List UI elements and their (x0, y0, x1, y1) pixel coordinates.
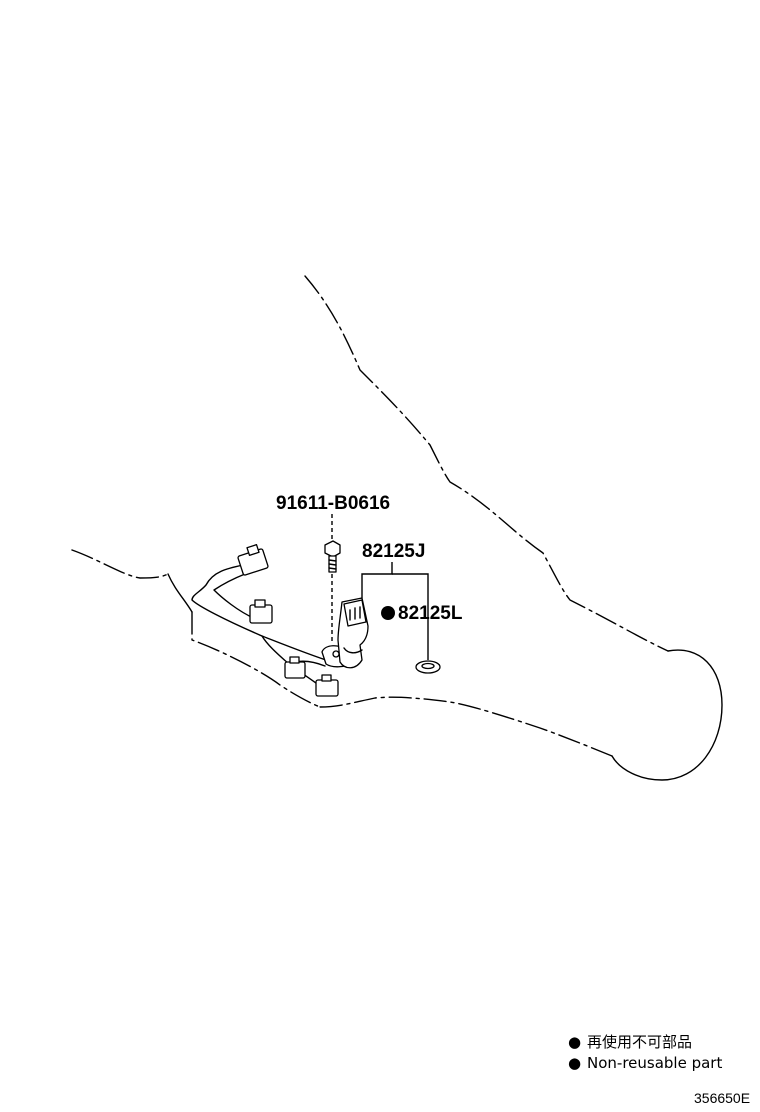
housing-left-curve (167, 573, 193, 613)
harness-wire-upper (213, 573, 259, 621)
bracket-line-gasket (392, 573, 429, 660)
legend-marker-jp: ● (568, 1033, 581, 1051)
housing-end-cap (611, 649, 723, 781)
legend-marker-en: ● (568, 1054, 581, 1072)
bolt (324, 514, 341, 644)
harness-connector-lower-right (315, 674, 339, 697)
transmission-housing-outline (71, 275, 723, 781)
wire-harness (191, 544, 353, 697)
sensor-connector-latch (349, 606, 361, 621)
harness-connector-lower-left (284, 656, 306, 679)
bracket-line-sensor (361, 562, 393, 598)
part-number-gasket: 82125L (398, 603, 463, 624)
housing-flange (191, 611, 321, 708)
part-82125J-bracket (361, 562, 429, 660)
harness-connector-middle (249, 599, 273, 624)
sensor-neck (343, 647, 363, 654)
non-reusable-marker (381, 606, 395, 620)
part-number-bolt: 91611-B0616 (276, 493, 390, 514)
part-number-sensor: 82125J (362, 541, 425, 562)
housing-upper-edge (304, 275, 669, 652)
drawing-reference: 356650E (694, 1090, 750, 1106)
legend: ● 再使用不可部品 ● Non-reusable part (568, 1033, 722, 1072)
legend-text-en: Non-reusable part (587, 1054, 722, 1072)
harness-wire-main (191, 563, 346, 666)
gasket (415, 660, 441, 674)
housing-lower-edge (319, 696, 613, 757)
bolt-thread (328, 559, 337, 570)
bolt-head (324, 540, 341, 558)
housing-left-edge (71, 549, 169, 579)
harness-connector-upper (237, 544, 269, 576)
legend-text-jp: 再使用不可部品 (587, 1033, 692, 1051)
speed-sensor (337, 597, 369, 669)
